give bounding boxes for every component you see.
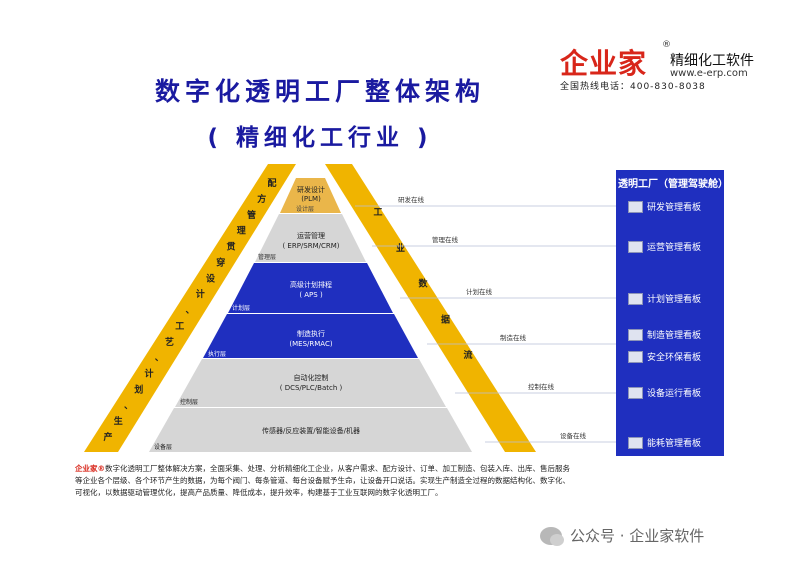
band-char: 工 bbox=[373, 207, 382, 218]
product-name: 精细化工软件 bbox=[670, 53, 754, 69]
board-rd: 研发管理看板 bbox=[628, 199, 724, 214]
band-char: 、 bbox=[124, 401, 133, 411]
band-char: 生 bbox=[114, 415, 123, 427]
layer-plm-tag: 设计层 bbox=[296, 205, 314, 213]
monitor-icon bbox=[628, 328, 643, 341]
band-char: 划 bbox=[134, 383, 143, 395]
page-subtitle: ( 精细化工行业 ) bbox=[207, 125, 433, 151]
band-char: 理 bbox=[237, 226, 246, 237]
shield-icon bbox=[628, 350, 643, 363]
layer-aps-subtitle: ( APS ) bbox=[299, 291, 323, 299]
layer-device bbox=[149, 408, 472, 452]
band-char: 贯 bbox=[226, 242, 235, 253]
band-char: 流 bbox=[463, 349, 472, 361]
band-char: 、 bbox=[155, 354, 164, 364]
layer-control-title: 自动化控制 bbox=[294, 373, 329, 382]
chart-icon bbox=[628, 292, 643, 305]
layer-control bbox=[175, 359, 446, 407]
layer-mes-subtitle: (MES/RMAC) bbox=[289, 340, 332, 348]
dashboard-panel bbox=[616, 170, 724, 456]
layer-aps-title: 高级计划排程 bbox=[290, 280, 332, 289]
layer-control-tag: 控制层 bbox=[180, 398, 198, 406]
layer-erp-tag: 管理层 bbox=[258, 253, 276, 261]
band-char: 配 bbox=[267, 178, 276, 189]
band-char: 、 bbox=[185, 306, 194, 316]
layer-plm bbox=[280, 178, 341, 213]
brand-logo: 企业家 bbox=[560, 47, 648, 80]
layer-aps bbox=[228, 263, 393, 313]
online-label-rd: 研发在线 bbox=[398, 195, 425, 204]
band-char: 据 bbox=[441, 313, 450, 325]
band-char: 设 bbox=[206, 272, 216, 284]
online-label-mfg: 制造在线 bbox=[500, 333, 527, 342]
monitor-icon bbox=[628, 386, 643, 399]
wechat-watermark: 公众号 · 企业家软件 bbox=[540, 525, 704, 546]
layer-device-title: 传感器/反应装置/智能设备/机器 bbox=[262, 426, 360, 435]
board-plan: 计划管理看板 bbox=[628, 291, 724, 306]
layer-plm-title: 研发设计 bbox=[297, 185, 325, 194]
layer-mes-title: 制造执行 bbox=[297, 329, 325, 338]
monitor-icon bbox=[628, 200, 643, 213]
board-ops: 运营管理看板 bbox=[628, 239, 724, 254]
layer-control-subtitle: ( DCS/PLC/Batch ) bbox=[280, 384, 343, 392]
online-label-mgmt: 管理在线 bbox=[432, 235, 459, 244]
online-label-plan: 计划在线 bbox=[466, 287, 493, 296]
band-char: 数 bbox=[418, 278, 428, 290]
layer-device-tag: 设备层 bbox=[154, 443, 172, 451]
board-equipment: 设备运行看板 bbox=[628, 385, 724, 400]
band-char: 计 bbox=[196, 288, 205, 300]
layer-erp bbox=[255, 214, 366, 262]
layer-aps-tag: 计划层 bbox=[232, 304, 250, 312]
footer-description: 企业家®数字化透明工厂整体解决方案，全面采集、处理、分析精细化工企业，从客户需求… bbox=[75, 464, 570, 497]
registered-mark: ® bbox=[662, 40, 671, 50]
wechat-icon bbox=[540, 526, 564, 546]
right-gold-band bbox=[325, 164, 536, 452]
board-mfg: 制造管理看板 bbox=[628, 327, 724, 342]
page-title: 数字化透明工厂整体架构 bbox=[154, 77, 485, 106]
layer-plm-subtitle: (PLM) bbox=[301, 195, 321, 203]
online-label-device: 设备在线 bbox=[560, 431, 587, 440]
layer-mes-tag: 执行层 bbox=[208, 350, 226, 358]
band-char: 艺 bbox=[165, 336, 174, 348]
layer-erp-subtitle: ( ERP/SRM/CRM) bbox=[282, 242, 339, 250]
left-gold-band bbox=[84, 164, 296, 452]
band-char: 业 bbox=[396, 242, 405, 254]
monitor-icon bbox=[628, 436, 643, 449]
band-char: 管 bbox=[247, 209, 256, 221]
board-energy: 能耗管理看板 bbox=[628, 435, 724, 450]
layer-mes bbox=[203, 314, 418, 358]
website-text: www.e-erp.com bbox=[670, 68, 748, 79]
band-char: 工 bbox=[175, 321, 184, 332]
band-char: 计 bbox=[144, 368, 153, 380]
board-safety: 安全环保看板 bbox=[628, 349, 724, 364]
connector-lines bbox=[355, 205, 616, 443]
monitor-icon bbox=[628, 240, 643, 253]
band-char: 方 bbox=[257, 193, 266, 205]
band-char: 穿 bbox=[216, 256, 225, 268]
band-char: 产 bbox=[103, 431, 112, 443]
hotline-text: 全国热线电话：400-830-8038 bbox=[560, 82, 706, 92]
online-label-control: 控制在线 bbox=[528, 382, 555, 391]
layer-erp-title: 运营管理 bbox=[297, 231, 325, 240]
dashboard-panel-title: 透明工厂（管理驾驶舱） bbox=[618, 179, 728, 190]
